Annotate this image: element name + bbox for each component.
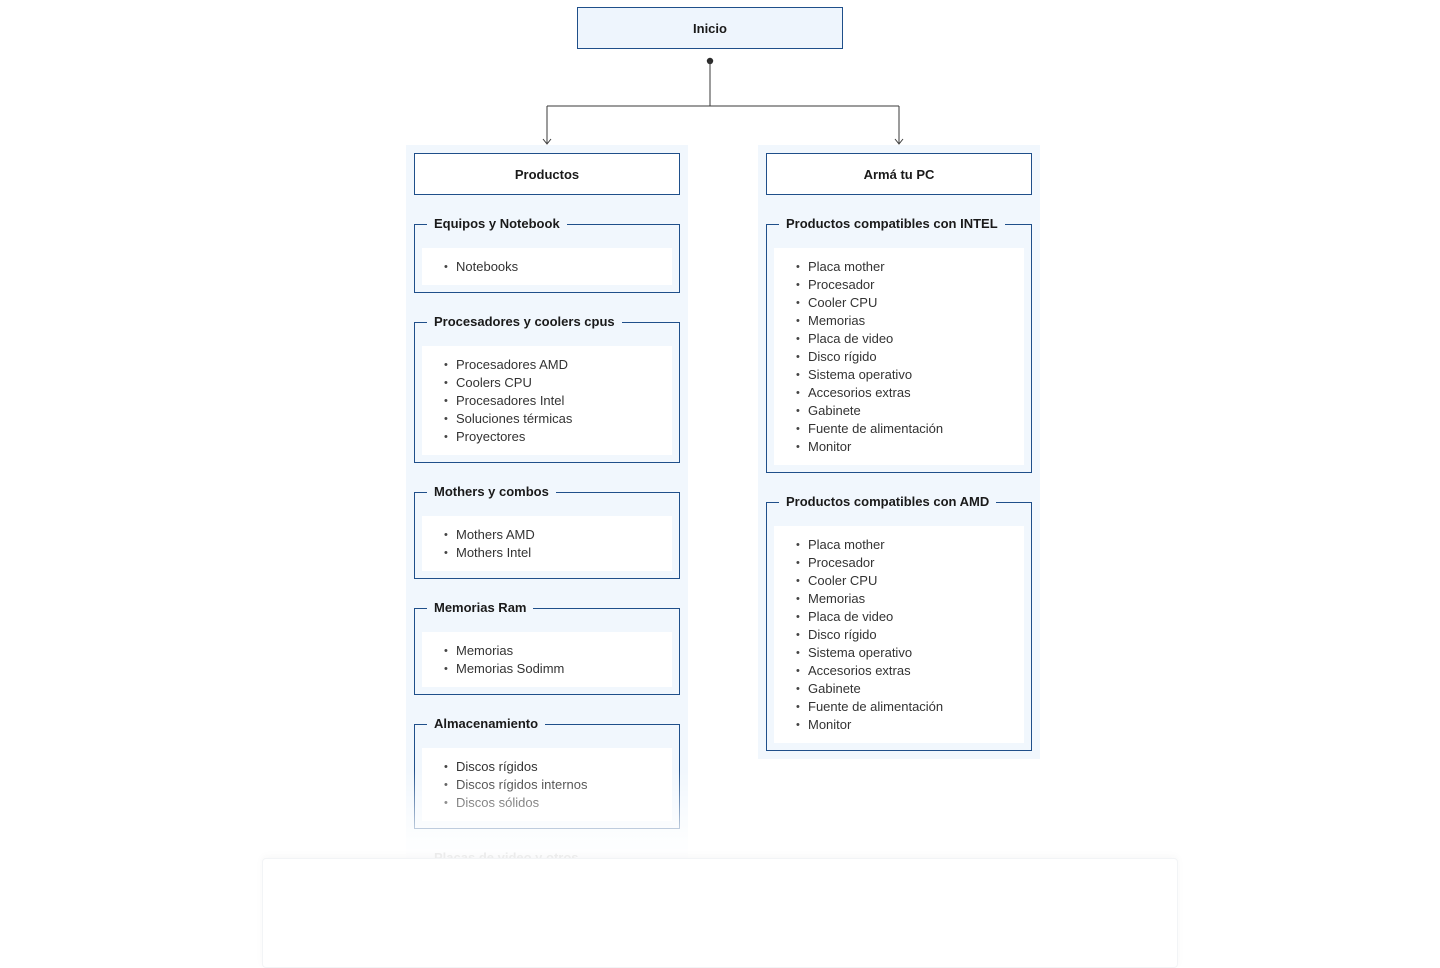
category-title[interactable]: Almacenamiento	[427, 715, 546, 733]
column-header-label: Armá tu PC	[863, 166, 935, 182]
list-item[interactable]: Memorias	[796, 590, 1024, 608]
category-item-list: MemoriasMemorias Sodimm	[422, 642, 672, 678]
list-item[interactable]: Procesadores AMD	[444, 356, 672, 374]
list-item[interactable]: Proyectores	[444, 428, 672, 446]
list-item[interactable]: Procesadores Intel	[444, 392, 672, 410]
list-item[interactable]: Procesador	[796, 276, 1024, 294]
category-items-panel: Placa motherProcesadorCooler CPUMemorias…	[774, 248, 1024, 465]
list-item[interactable]: Placa mother	[796, 536, 1024, 554]
list-item[interactable]: Fuente de alimentación	[796, 420, 1024, 438]
list-item[interactable]: Coolers CPU	[444, 374, 672, 392]
root-node-label: Inicio	[693, 20, 727, 36]
root-node-inicio[interactable]: Inicio	[577, 7, 843, 49]
list-item[interactable]: Memorias	[796, 312, 1024, 330]
list-item[interactable]: Notebooks	[444, 258, 672, 276]
list-item[interactable]: Mothers Intel	[444, 544, 672, 562]
list-item[interactable]: Sistema operativo	[796, 644, 1024, 662]
category-items-panel: Notebooks	[422, 248, 672, 285]
bottom-panel	[262, 858, 1178, 968]
column-header-arma-tu-pc[interactable]: Armá tu PC	[766, 153, 1032, 195]
category-group: Procesadores y coolers cpusProcesadores …	[414, 313, 680, 463]
category-item-list: Mothers AMDMothers Intel	[422, 526, 672, 562]
column-header-productos[interactable]: Productos	[414, 153, 680, 195]
list-item[interactable]: Monitor	[796, 438, 1024, 456]
category-group: AlmacenamientoDiscos rígidosDiscos rígid…	[414, 715, 680, 829]
arrow-right-icon	[894, 138, 904, 145]
group-list-productos: Equipos y NotebookNotebooksProcesadores …	[414, 215, 680, 909]
list-item[interactable]: Discos rígidos internos	[444, 776, 672, 794]
list-item[interactable]: Discos rígidos	[444, 758, 672, 776]
category-group: Mothers y combosMothers AMDMothers Intel	[414, 483, 680, 579]
column-header-label: Productos	[514, 166, 580, 182]
category-title[interactable]: Productos compatibles con INTEL	[779, 215, 1005, 233]
category-group: Productos compatibles con AMD Placa mothe…	[766, 493, 1032, 751]
category-item-list: Discos rígidosDiscos rígidos internosDis…	[422, 758, 672, 812]
list-item[interactable]: Disco rígido	[796, 626, 1024, 644]
list-item[interactable]: Placa mother	[796, 258, 1024, 276]
category-title[interactable]: Equipos y Notebook	[427, 215, 567, 233]
category-item-list: Placa motherProcesadorCooler CPUMemorias…	[774, 258, 1024, 456]
list-item[interactable]: Memorias Sodimm	[444, 660, 672, 678]
category-item-list: Placa motherProcesadorCooler CPUMemorias…	[774, 536, 1024, 734]
category-item-list: Notebooks	[422, 258, 672, 276]
list-item[interactable]: Sistema operativo	[796, 366, 1024, 384]
list-item[interactable]: Placa de video	[796, 330, 1024, 348]
category-title[interactable]: Productos compatibles con AMD	[779, 493, 997, 511]
list-item[interactable]: Placa de video	[796, 608, 1024, 626]
category-group: Productos compatibles con INTEL Placa mot…	[766, 215, 1032, 473]
category-items-panel: MemoriasMemorias Sodimm	[422, 632, 672, 687]
arrow-left-icon	[542, 138, 552, 145]
list-item[interactable]: Accesorios extras	[796, 384, 1024, 402]
category-group: Equipos y NotebookNotebooks	[414, 215, 680, 293]
list-item[interactable]: Disco rígido	[796, 348, 1024, 366]
column-arma-tu-pc: Armá tu PC Productos compatibles con INT…	[758, 145, 1040, 759]
list-item[interactable]: Mothers AMD	[444, 526, 672, 544]
list-item[interactable]: Procesador	[796, 554, 1024, 572]
list-item[interactable]: Fuente de alimentación	[796, 698, 1024, 716]
category-group: Memorias RamMemoriasMemorias Sodimm	[414, 599, 680, 695]
group-list-arma-tu-pc: Productos compatibles con INTEL Placa mot…	[766, 215, 1032, 751]
column-productos: Productos Equipos y NotebookNotebooksPro…	[406, 145, 688, 909]
category-items-panel: Placa motherProcesadorCooler CPUMemorias…	[774, 526, 1024, 743]
category-title[interactable]: Mothers y combos	[427, 483, 556, 501]
list-item[interactable]: Memorias	[444, 642, 672, 660]
category-items-panel: Mothers AMDMothers Intel	[422, 516, 672, 571]
list-item[interactable]: Discos sólidos	[444, 794, 672, 812]
category-item-list: Procesadores AMDCoolers CPUProcesadores …	[422, 356, 672, 446]
category-items-panel: Discos rígidosDiscos rígidos internosDis…	[422, 748, 672, 821]
list-item[interactable]: Soluciones térmicas	[444, 410, 672, 428]
category-items-panel: Procesadores AMDCoolers CPUProcesadores …	[422, 346, 672, 455]
list-item[interactable]: Accesorios extras	[796, 662, 1024, 680]
list-item[interactable]: Gabinete	[796, 680, 1024, 698]
list-item[interactable]: Cooler CPU	[796, 572, 1024, 590]
list-item[interactable]: Cooler CPU	[796, 294, 1024, 312]
list-item[interactable]: Monitor	[796, 716, 1024, 734]
category-title[interactable]: Memorias Ram	[427, 599, 534, 617]
category-title[interactable]: Procesadores y coolers cpus	[427, 313, 622, 331]
list-item[interactable]: Gabinete	[796, 402, 1024, 420]
